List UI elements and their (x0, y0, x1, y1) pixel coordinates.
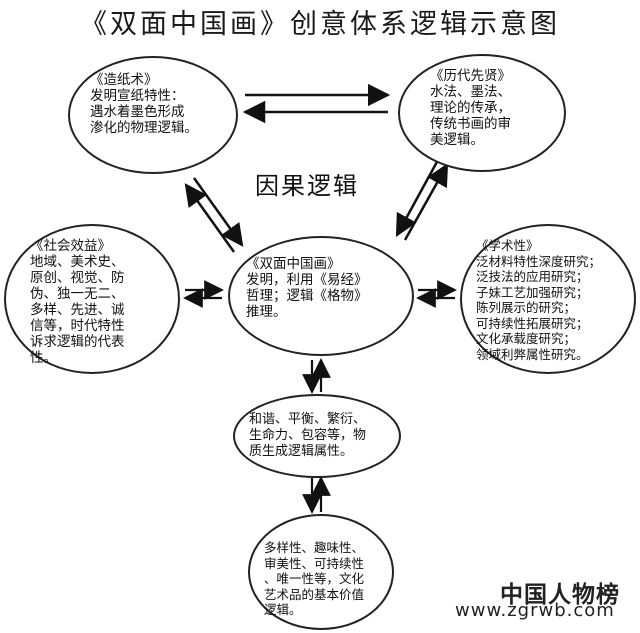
node-academic: 《学术性》 泛材料特性深度研究； 泛技法的应用研究； 子妹工艺加强研究； 陈列展… (460, 224, 636, 374)
brand-url: www.zgrwb.com (455, 600, 615, 621)
arrow-history-to-center (395, 159, 440, 237)
node-double-sided-painting-text: 《双面中国画》 发明，利用《易经》 哲理；逻辑《格物》 推理。 (246, 256, 368, 320)
node-historical-sages: 《历代先贤》 水法、墨法、 理论的传承， 传统书画的审 美逻辑。 (398, 54, 566, 172)
node-paper-invention-text: 《造纸术》 发明宣纸特性： 遇水着墨色形成 渗化的物理逻辑。 (90, 72, 198, 136)
node-social-benefits: 《社会效益》 地域、美术史、 原创、视觉、防 伪、独一无二、 多样、先进、诚 信… (4, 224, 180, 374)
diagram-title: 《双面中国画》创意体系逻辑示意图 (80, 9, 560, 40)
node-double-sided-painting: 《双面中国画》 发明，利用《易经》 哲理；逻辑《格物》 推理。 (228, 236, 414, 356)
node-social-benefits-text: 《社会效益》 地域、美术史、 原创、视觉、防 伪、独一无二、 多样、先进、诚 信… (30, 238, 125, 366)
node-academic-text: 《学术性》 泛材料特性深度研究； 泛技法的应用研究； 子妹工艺加强研究； 陈列展… (476, 238, 602, 362)
arrow-paper-to-center (192, 177, 244, 247)
causal-logic-label: 因果逻辑 (255, 172, 359, 200)
node-historical-sages-text: 《历代先贤》 水法、墨法、 理论的传承， 传统书画的审 美逻辑。 (430, 68, 511, 148)
brand-logo-text: 中国人物榜 (500, 581, 620, 608)
arrow-center-to-paper (184, 183, 236, 253)
node-diversity-text: 多样性、趣味性、 审美性、可持续性 、唯一性等，文化 艺术品的基本价值 逻辑。 (264, 540, 365, 617)
node-paper-invention: 《造纸术》 发明宣纸特性： 遇水着墨色形成 渗化的物理逻辑。 (68, 56, 238, 174)
node-harmony-text: 和谐、平衡、繁衍、 生命力、包容等，物 质生成逻辑属性。 (249, 412, 367, 459)
node-diversity: 多样性、趣味性、 审美性、可持续性 、唯一性等，文化 艺术品的基本价值 逻辑。 (248, 514, 394, 630)
node-harmony: 和谐、平衡、繁衍、 生命力、包容等，物 质生成逻辑属性。 (233, 394, 401, 478)
arrow-center-to-history (403, 163, 449, 241)
